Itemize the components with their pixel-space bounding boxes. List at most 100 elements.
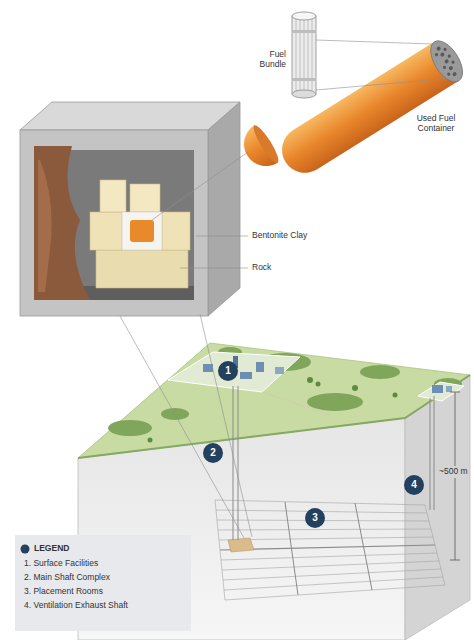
used-fuel-container	[442, 65, 446, 69]
dimension-line	[450, 560, 460, 561]
used-fuel-container	[434, 52, 438, 56]
vault-cutaway	[130, 220, 154, 242]
legend-entry: 1. Surface Facilities	[24, 558, 98, 568]
legend-entry: 2. Main Shaft Complex	[24, 572, 110, 582]
fuel-bundle	[292, 78, 316, 81]
callout-number: 4	[411, 480, 417, 490]
fuel-bundle	[312, 18, 313, 94]
legend-box	[21, 545, 30, 554]
placement-rooms	[219, 537, 433, 540]
fuel-bundle	[292, 30, 316, 33]
fuel-bundle	[300, 18, 301, 94]
fuel-bundle	[292, 12, 316, 20]
ground-block	[405, 375, 470, 640]
legend-text: 4. Ventilation Exhaust Shaft	[24, 600, 128, 610]
surface-facilities	[262, 392, 330, 415]
legend-box	[15, 535, 191, 631]
placement-rooms	[355, 503, 372, 590]
legend-entry: 3. Placement Rooms	[24, 586, 103, 596]
vault-cutaway	[162, 212, 190, 250]
leader-lines	[180, 268, 248, 269]
container-cap	[250, 123, 282, 166]
leader-lines	[120, 40, 452, 538]
surface-facilities	[432, 385, 443, 393]
placement-rooms	[228, 538, 254, 552]
leader-lines	[196, 236, 248, 237]
fuel-bundle	[308, 18, 309, 94]
vault-cutaway	[20, 130, 208, 316]
shafts	[430, 398, 431, 510]
trees	[148, 438, 153, 443]
fuel-bundle	[304, 18, 305, 94]
placement-rooms	[222, 561, 439, 570]
legend-heading: LEGEND	[34, 544, 69, 554]
vault-cutaway	[130, 184, 160, 212]
placement-rooms	[215, 500, 445, 600]
vault-cutaway	[20, 102, 240, 130]
shafts	[238, 386, 239, 540]
fuel-bundle	[292, 90, 316, 98]
used-fuel-container	[451, 60, 455, 64]
used-fuel-container	[447, 54, 451, 58]
shafts	[434, 396, 435, 510]
fuel-bundle	[296, 18, 297, 94]
surface-facilities	[446, 386, 452, 392]
legend-text: 3. Placement Rooms	[24, 586, 103, 596]
vault-cutaway	[38, 160, 52, 292]
vault-cutaway	[90, 212, 122, 250]
used-fuel-container	[443, 47, 447, 51]
trees	[316, 382, 321, 387]
legend-box	[15, 535, 191, 631]
callout-number: 2	[210, 448, 216, 458]
container-cap	[236, 123, 282, 175]
trees	[352, 385, 358, 391]
callout-circle-fill	[404, 475, 424, 495]
fuel-bundle	[292, 16, 316, 94]
placement-rooms	[224, 577, 443, 590]
vault-cutaway	[122, 212, 162, 250]
part-label: Bentonite Clay	[252, 231, 307, 241]
callout-circle-fill	[305, 508, 325, 528]
used-fuel-container	[273, 36, 469, 182]
vault-cutaway	[20, 102, 240, 316]
part-label: Fuel Bundle	[250, 50, 286, 70]
dimension-line	[450, 392, 460, 393]
used-fuel-container	[436, 46, 442, 52]
trees	[108, 420, 152, 436]
placement-rooms	[215, 500, 445, 600]
surface-facilities	[168, 352, 300, 392]
vault-cutaway	[208, 102, 240, 316]
placement-rooms	[285, 502, 298, 595]
leader-lines	[120, 316, 244, 538]
callout-number: 3	[312, 513, 318, 523]
surface-facilities	[256, 362, 264, 372]
callout-circle: 4	[404, 475, 424, 495]
shafts	[233, 386, 234, 540]
vault-cutaway	[96, 250, 188, 288]
placement-rooms	[221, 553, 437, 560]
surface-facilities	[240, 372, 252, 379]
leader-lines	[152, 152, 248, 220]
placement-rooms	[223, 569, 441, 580]
used-fuel-container	[440, 52, 446, 58]
trees	[307, 377, 313, 383]
used-fuel-container	[273, 42, 459, 182]
dimension-label: ~500 m	[438, 466, 469, 478]
vault-cutaway	[100, 180, 126, 212]
used-fuel-container	[448, 65, 454, 71]
used-fuel-container	[447, 72, 451, 76]
fuel-bundle	[292, 12, 316, 98]
callout-circle: 2	[203, 443, 223, 463]
leader-lines	[316, 40, 432, 44]
legend-entry: 4. Ventilation Exhaust Shaft	[24, 600, 128, 610]
vault-cutaway	[34, 146, 90, 300]
used-fuel-container	[452, 71, 458, 77]
legend-text: 1. Surface Facilities	[24, 558, 98, 568]
surface-facilities	[168, 352, 464, 415]
trees	[307, 393, 363, 411]
used-fuel-container	[424, 36, 469, 88]
callout-circle-fill	[203, 443, 223, 463]
